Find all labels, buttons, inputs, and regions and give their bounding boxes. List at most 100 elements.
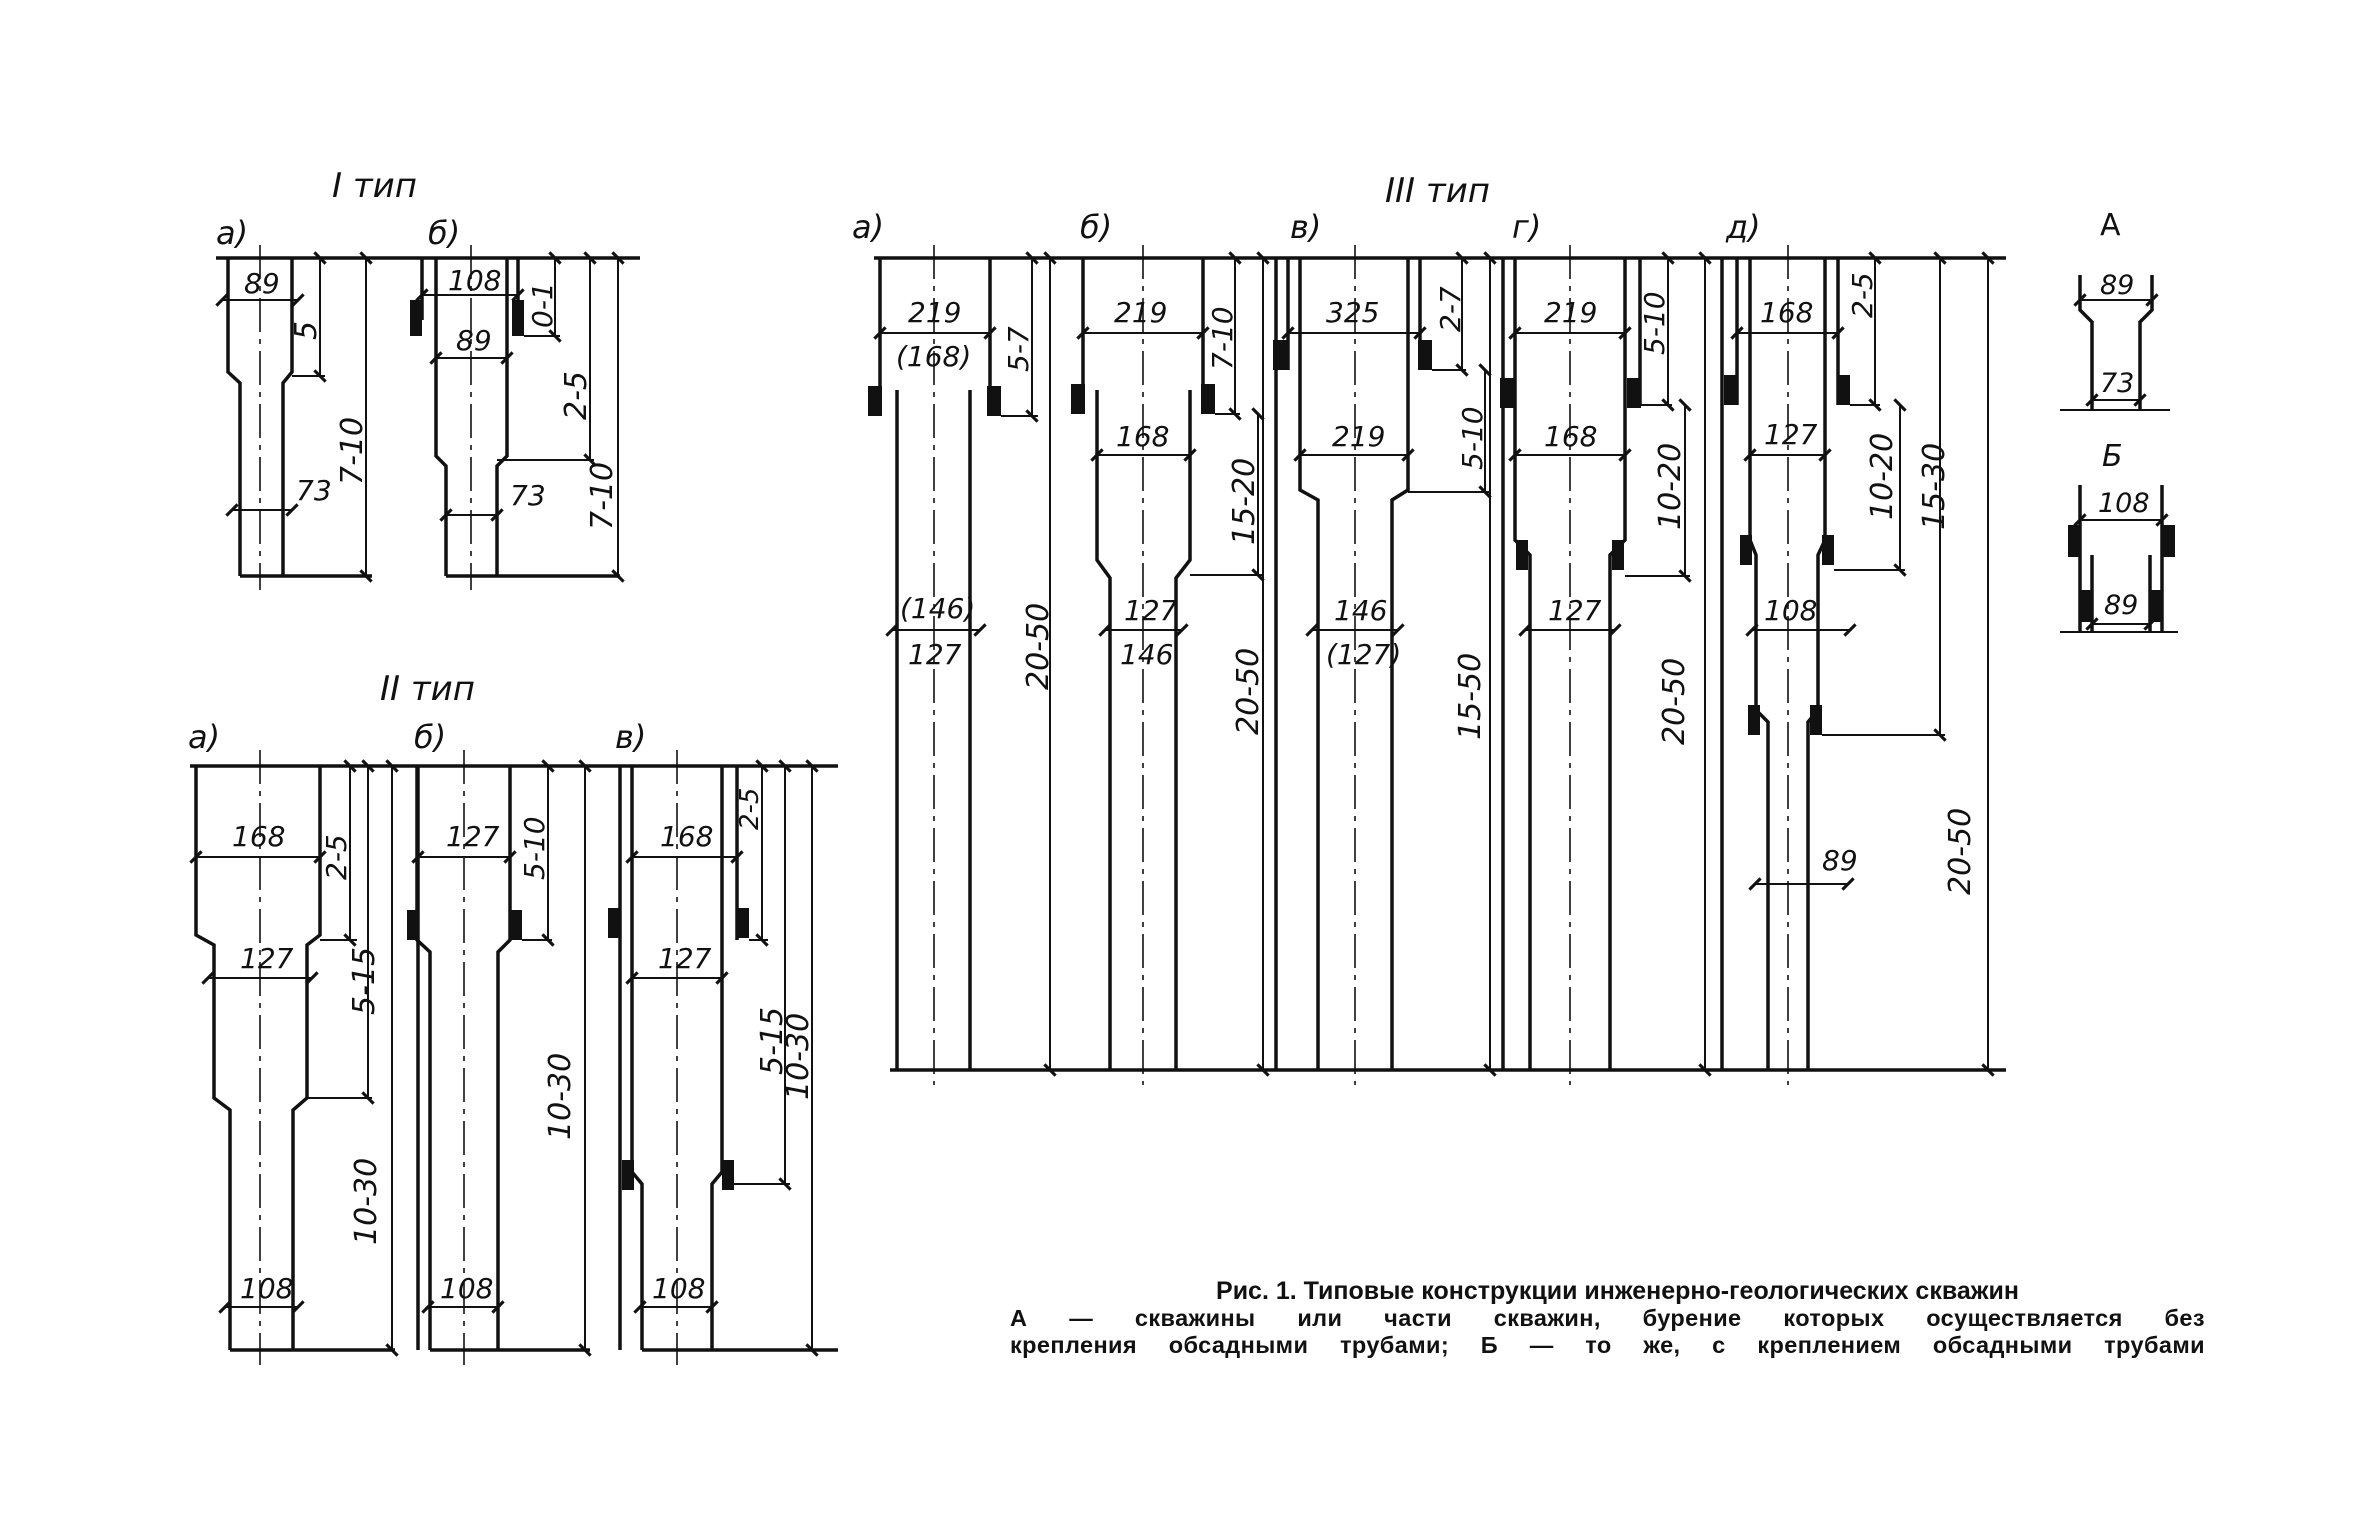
type3-b-depth-20-50: 20-50 <box>1231 648 1266 735</box>
type3-e-depth-10-20: 10-20 <box>1865 433 1900 520</box>
type1-b-dim-89: 89 <box>456 324 492 357</box>
type2-a-depth-10-30: 10-30 <box>349 1158 384 1245</box>
type3-e-depth-15-30: 15-30 <box>1917 443 1952 530</box>
type3-variant-c: в) 325 219 146 (127) 2-7 5-10 15-50 <box>1273 208 1497 1085</box>
type1-b-dim-108: 108 <box>448 264 501 297</box>
caption-line-2: крепления обсадными трубами; Б — то же, … <box>1010 1332 2205 1358</box>
type3-c-dim-325: 325 <box>1326 296 1379 329</box>
caption-title: Рис. 1. Типовые конструкции инженерно-ге… <box>1216 1277 2019 1305</box>
type2-b-label: б) <box>414 718 446 756</box>
type3-a-dim-127: 127 <box>908 638 962 671</box>
type3-variant-a: а) 219 (168) (146) 127 5-7 20-50 <box>852 208 1057 1085</box>
type3-d-depth-10-20: 10-20 <box>1653 443 1688 530</box>
type3-e-dim-89: 89 <box>1822 844 1858 877</box>
legend-b-dim-89: 89 <box>2104 590 2138 621</box>
type2-b-depth-5-10: 5-10 <box>518 816 551 880</box>
type2-a-dim-127: 127 <box>240 942 294 975</box>
type3-e-depth-2-5: 2-5 <box>1846 272 1879 318</box>
type2-a-dim-168: 168 <box>232 820 285 853</box>
legend-a-dim-73: 73 <box>2100 368 2134 399</box>
type1-b-depth-0-1: 0-1 <box>526 282 559 328</box>
type3-group: III тип а) 219 (168) (146) 127 5-7 20-50 <box>852 171 2006 1085</box>
type1-a-depth-5: 5 <box>289 321 324 340</box>
legend-b: Б 108 89 <box>2060 439 2178 633</box>
type2-variant-c: в) 168 127 108 2-5 5-15 10-30 <box>608 718 838 1365</box>
type1-a-dim-89: 89 <box>244 267 280 300</box>
type3-b-label: б) <box>1080 208 1112 246</box>
type1-variant-b: б) 108 89 73 0-1 2-5 7-10 <box>410 214 625 590</box>
type3-a-depth-20-50: 20-50 <box>1021 603 1056 690</box>
type2-b-dim-127: 127 <box>446 820 500 853</box>
legend-b-dim-108: 108 <box>2098 488 2150 519</box>
type2-c-label: в) <box>615 718 646 756</box>
type3-b-dim-219: 219 <box>1114 296 1167 329</box>
type3-b-dim-146: 146 <box>1120 638 1173 671</box>
type3-variant-e: д) 168 127 108 89 2-5 10 <box>1720 208 1995 1085</box>
type3-e-depth-20-50: 20-50 <box>1943 808 1978 895</box>
type3-a-label: а) <box>852 208 884 246</box>
type3-c-label: в) <box>1290 208 1321 246</box>
type1-group: I тип а) 89 73 5 7-10 б) <box>215 166 640 590</box>
legend-b-label: Б <box>2102 439 2123 474</box>
type2-c-dim-168: 168 <box>660 820 713 853</box>
type1-a-dim-73: 73 <box>296 474 332 507</box>
type3-d-label: г) <box>1512 208 1541 246</box>
type3-d-depth-20-50: 20-50 <box>1657 658 1692 745</box>
type2-a-dim-108: 108 <box>240 1272 293 1305</box>
type3-b-depth-15-20: 15-20 <box>1227 458 1262 545</box>
type2-title: II тип <box>380 669 475 709</box>
type3-b-dim-168: 168 <box>1116 420 1169 453</box>
type3-a-dim-146p: (146) <box>900 592 975 625</box>
type3-c-dim-219: 219 <box>1332 420 1385 453</box>
type3-d-dim-219: 219 <box>1544 296 1597 329</box>
type1-b-depth-7-10: 7-10 <box>585 462 620 530</box>
type2-b-depth-10-30: 10-30 <box>543 1053 578 1140</box>
legend-a-label: А <box>2100 208 2121 243</box>
type3-a-depth-5-7: 5-7 <box>1002 326 1035 372</box>
type3-e-dim-127: 127 <box>1764 418 1818 451</box>
type2-c-dim-108: 108 <box>652 1272 705 1305</box>
type1-b-depth-2-5: 2-5 <box>559 371 594 420</box>
caption-line-1: А — скважины или части скважин, бурение … <box>1010 1305 2205 1331</box>
type2-c-dim-127: 127 <box>658 942 712 975</box>
type2-group: II тип а) 168 127 108 2-5 5-15 10-30 <box>188 669 838 1365</box>
type2-variant-a: а) 168 127 108 2-5 5-15 10-30 <box>188 718 399 1365</box>
type2-b-dim-108: 108 <box>440 1272 493 1305</box>
type2-c-depth-10-30: 10-30 <box>781 1013 816 1100</box>
type3-d-depth-5-10: 5-10 <box>1638 291 1671 355</box>
type1-a-label: а) <box>216 214 248 252</box>
type3-e-dim-108: 108 <box>1764 594 1817 627</box>
type2-c-depth-5-15: 5-15 <box>755 1007 790 1075</box>
type3-c-depth-15-50: 15-50 <box>1453 653 1488 740</box>
type2-a-depth-2-5: 2-5 <box>320 834 353 880</box>
type3-c-dim-146: 146 <box>1334 594 1387 627</box>
type2-variant-b: б) 127 108 5-10 10-30 <box>407 718 592 1365</box>
type3-variant-d: г) 219 168 127 5-10 10-20 20-50 <box>1500 208 1712 1085</box>
type1-b-label: б) <box>428 214 460 252</box>
type3-a-dim-219: 219 <box>908 296 961 329</box>
type3-c-dim-127p: (127) <box>1326 638 1401 671</box>
figure-caption: Рис. 1. Типовые конструкции инженерно-ге… <box>1010 1278 2205 1359</box>
type3-d-dim-127: 127 <box>1548 594 1602 627</box>
type3-d-dim-168: 168 <box>1544 420 1597 453</box>
type3-b-depth-7-10: 7-10 <box>1206 306 1239 370</box>
type3-b-dim-127: 127 <box>1124 594 1178 627</box>
type3-c-depth-2-7: 2-7 <box>1434 286 1467 332</box>
type3-c-depth-5-10: 5-10 <box>1456 406 1489 470</box>
type2-a-depth-5-15: 5-15 <box>347 947 382 1015</box>
type3-title: III тип <box>1385 171 1490 211</box>
legend-a-dim-89: 89 <box>2100 270 2134 301</box>
type1-a-depth-7-10: 7-10 <box>335 417 370 485</box>
legend-group: А 89 73 Б 108 89 <box>2060 208 2178 633</box>
type3-e-dim-168: 168 <box>1760 296 1813 329</box>
type2-a-label: а) <box>188 718 220 756</box>
type3-e-label: д) <box>1725 208 1761 246</box>
legend-a: А 89 73 <box>2060 208 2170 411</box>
type1-variant-a: а) 89 73 5 7-10 <box>215 214 640 590</box>
type2-c-depth-2-5: 2-5 <box>735 788 765 830</box>
type3-variant-b: б) 219 168 127 146 7-10 15-20 20-50 <box>1071 208 1270 1085</box>
type1-title: I тип <box>332 166 417 206</box>
type3-a-dim-168p: (168) <box>896 340 971 373</box>
type1-b-dim-73: 73 <box>510 479 546 512</box>
